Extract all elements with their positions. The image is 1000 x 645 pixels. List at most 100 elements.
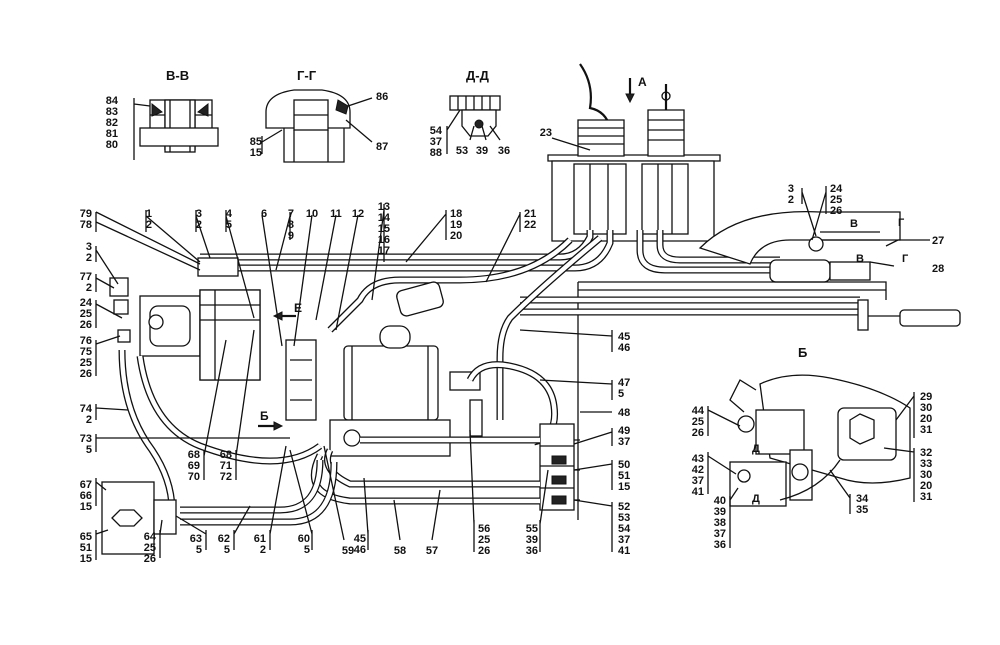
callout-number: 48 xyxy=(618,407,630,419)
callout-number: 51 xyxy=(80,542,92,554)
callout-number: 42 xyxy=(692,464,704,476)
left-loop-hoses xyxy=(118,349,338,526)
callout-number: 5 xyxy=(226,219,232,231)
callout-number: 13 xyxy=(378,201,390,213)
section-dd-detail xyxy=(449,95,501,137)
callout-number: 82 xyxy=(106,117,118,129)
callout-number: 45 xyxy=(354,533,366,545)
callout-number: 54 xyxy=(430,125,443,137)
callout-number: 43 xyxy=(692,453,704,465)
callout-number: 5 xyxy=(196,544,202,556)
callout-number: 2 xyxy=(146,219,152,231)
callout-number: 39 xyxy=(476,145,488,157)
central-pump xyxy=(285,325,483,457)
bottom-left-block xyxy=(101,481,177,555)
callout-number: 40 xyxy=(714,495,726,507)
callout-number: 3 xyxy=(788,183,794,195)
callout-number: 85 xyxy=(250,136,262,148)
callout-number: 25 xyxy=(478,534,490,546)
callout-number: 25 xyxy=(80,308,92,320)
callout-number: 5 xyxy=(86,444,92,456)
view-arrow-d-bottom: Д xyxy=(752,493,760,505)
callout-number: 70 xyxy=(188,471,200,483)
callout-number: 37 xyxy=(692,475,704,487)
callout-number: 58 xyxy=(394,545,406,557)
callout-number: 63 xyxy=(190,533,202,545)
callout-number: 15 xyxy=(378,223,390,235)
callout-number: 20 xyxy=(450,230,462,242)
callout-number: 30 xyxy=(920,469,932,481)
callout-number: 5 xyxy=(224,544,230,556)
callout-number: 53 xyxy=(618,512,630,524)
callout-number: 83 xyxy=(106,106,118,118)
callout-number: 18 xyxy=(450,208,462,220)
callout-number: 75 xyxy=(80,346,92,358)
view-b-detail xyxy=(729,374,911,507)
callout-number: 3 xyxy=(86,241,92,253)
callout-number: 2 xyxy=(86,414,92,426)
callout-number: 15 xyxy=(80,501,92,513)
section-gg-detail xyxy=(265,89,351,163)
callout-number: 39 xyxy=(526,534,538,546)
callout-number: 1 xyxy=(146,208,152,220)
callout-number: 33 xyxy=(920,458,932,470)
callout-number: 34 xyxy=(856,493,869,505)
callout-number: 84 xyxy=(106,95,119,107)
section-title-vv: В-В xyxy=(166,68,189,83)
upper-hose-bundle xyxy=(200,230,780,274)
callout-number: 26 xyxy=(830,205,842,217)
callout-number: 2 xyxy=(260,544,266,556)
callout-number: 16 xyxy=(378,234,390,246)
callout-number: 41 xyxy=(618,545,630,557)
callout-number: 74 xyxy=(80,403,93,415)
view-arrow-e: Е xyxy=(294,301,302,315)
control-console xyxy=(547,63,721,242)
view-title-b: Б xyxy=(798,345,807,360)
callout-number: 10 xyxy=(306,208,318,220)
callout-number: 2 xyxy=(196,219,202,231)
section-title-dd: Д-Д xyxy=(466,68,490,83)
callout-number: 59 xyxy=(342,545,354,557)
callout-number: 2 xyxy=(86,282,92,294)
callout-number: 29 xyxy=(920,391,932,403)
callout-number: 45 xyxy=(618,331,630,343)
callout-number: 28 xyxy=(932,263,944,275)
callout-number: 6 xyxy=(261,208,267,220)
callout-number: 26 xyxy=(80,368,92,380)
callout-number: 36 xyxy=(526,545,538,557)
callout-number: 25 xyxy=(830,194,842,206)
callout-number: 25 xyxy=(144,542,156,554)
callout-number: 49 xyxy=(618,425,630,437)
callout-number: 3 xyxy=(196,208,202,220)
callout-number: 60 xyxy=(298,533,310,545)
callout-number: 80 xyxy=(106,139,118,151)
callout-number: 62 xyxy=(218,533,230,545)
callout-number: 78 xyxy=(80,219,92,231)
callout-number: 5 xyxy=(304,544,310,556)
callout-number: 81 xyxy=(106,128,118,140)
callout-number: 26 xyxy=(80,319,92,331)
callout-number: 76 xyxy=(80,335,92,347)
callout-number: 22 xyxy=(524,219,536,231)
leader-lines xyxy=(95,97,930,560)
callout-number: 26 xyxy=(692,427,704,439)
callout-number: 52 xyxy=(618,501,630,513)
callout-number: 31 xyxy=(920,491,932,503)
frame-rail xyxy=(520,281,961,520)
main-supply-hoses xyxy=(327,235,603,420)
section-title-gg: Г-Г xyxy=(297,68,317,83)
callout-number: 64 xyxy=(144,531,157,543)
callout-number: 25 xyxy=(692,416,704,428)
callout-number: 25 xyxy=(80,357,92,369)
callout-number: 57 xyxy=(426,545,438,557)
callout-number: 24 xyxy=(80,297,93,309)
callout-number: 61 xyxy=(254,533,266,545)
callout-number: 20 xyxy=(920,480,932,492)
callout-number: 36 xyxy=(498,145,510,157)
view-arrow-g2: Г xyxy=(902,253,909,265)
callout-number: 26 xyxy=(144,553,156,565)
view-arrow-a: А xyxy=(638,75,647,89)
left-valve-block xyxy=(109,257,261,381)
callout-number: 19 xyxy=(450,219,462,231)
